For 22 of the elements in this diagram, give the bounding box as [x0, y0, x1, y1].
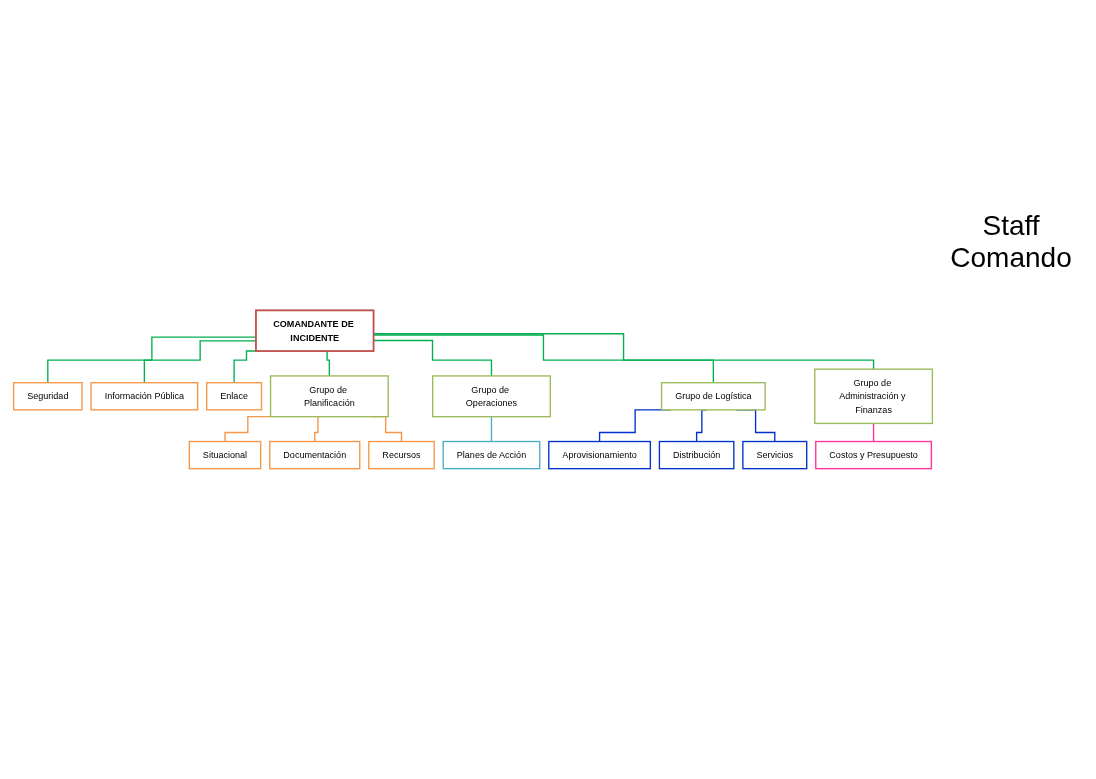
node-box: Aprovisionamiento	[548, 440, 652, 470]
node-box: Seguridad	[12, 382, 83, 411]
node-box: Grupo de Operaciones	[432, 375, 551, 418]
node-box: Planes de Acción	[442, 440, 541, 470]
node-box: Recursos	[368, 440, 435, 470]
node-box: Servicios	[742, 440, 808, 470]
node-box: Grupo de Administración y Finanzas	[814, 368, 934, 425]
connector	[314, 415, 322, 443]
group-note: Staff Comando	[949, 210, 1073, 274]
node-box: Grupo de Logística	[660, 382, 766, 411]
node-box: Distribución	[658, 440, 735, 470]
connector	[872, 422, 875, 443]
node-box: Documentación	[269, 440, 361, 470]
connector	[324, 350, 331, 377]
node-box: Grupo de Planificación	[269, 375, 389, 418]
node-box: COMANDANTE DE INCIDENTE	[255, 309, 375, 352]
node-box: Información Pública	[90, 382, 199, 411]
connector	[490, 415, 493, 443]
node-box: Enlace	[206, 382, 263, 411]
node-box: Costos y Presupuesto	[815, 440, 933, 470]
connector	[224, 415, 272, 443]
node-box: Situacional	[188, 440, 262, 470]
